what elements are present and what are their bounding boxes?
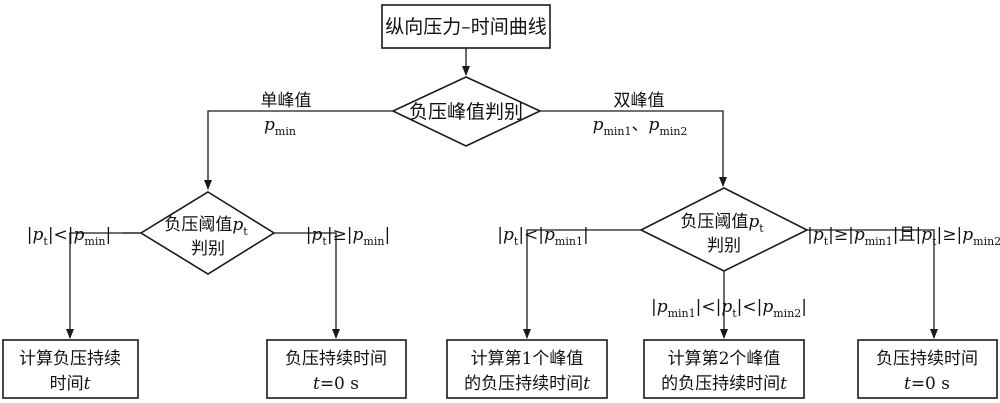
condition-right-lt: |pt|<|pmin1| [497, 225, 588, 248]
line-right-thresh-lt [523, 229, 641, 339]
result-box-5-line2: t=0 s [904, 374, 950, 394]
decision-right-threshold: 负压阈值pt 判别 [639, 187, 809, 272]
node-curve-label: 纵向压力–时间曲线 [385, 16, 547, 38]
result-box-5: 负压持续时间 t=0 s [857, 339, 998, 399]
decision-right-threshold-line1: 负压阈值pt [680, 212, 764, 235]
condition-left-lt: |pt|<|pmin| [27, 225, 111, 248]
condition-right-ge: |pt|≥|pmin1|且|pt|≥|pmin2| [807, 225, 1000, 248]
result-box-4: 计算第2个峰值 的负压持续时间t [643, 339, 805, 399]
connectors [66, 48, 938, 339]
line-judge-left [204, 110, 393, 190]
result-box-5-line1: 负压持续时间 [876, 349, 978, 369]
result-box-4-line1: 计算第2个峰值 [668, 349, 781, 369]
result-box-1-line1: 计算负压持续 [19, 349, 121, 369]
result-box-1-line2: 时间t [50, 374, 91, 394]
condition-right-mid: |pmin1|<|pt|<|pmin2| [651, 297, 807, 320]
decision-peak-label: 负压峰值判别 [409, 101, 523, 123]
decision-right-threshold-line2: 判别 [707, 236, 741, 256]
line-judge-right [540, 110, 727, 187]
result-box-1: 计算负压持续 时间t [2, 339, 139, 399]
label-single-peak-text: 单峰值 [261, 91, 312, 111]
result-box-2-line2: t=0 s [313, 374, 359, 394]
condition-left-ge: |pt|≥|pmin| [306, 225, 390, 248]
decision-left-threshold: 负压阈值pt 判别 [139, 191, 276, 275]
label-single-peak-var: pmin [264, 115, 296, 138]
result-box-3: 计算第1个峰值 的负压持续时间t [446, 339, 608, 399]
result-box-2-line1: 负压持续时间 [285, 349, 387, 369]
label-single-peak: 单峰值 pmin [261, 91, 312, 138]
result-box-2: 负压持续时间 t=0 s [266, 339, 407, 399]
line-left-thresh-ge [274, 232, 340, 339]
decision-left-threshold-line1: 负压阈值pt [164, 215, 248, 238]
label-double-peak-vars: pmin1、pmin2 [593, 115, 688, 138]
label-double-peak-text: 双峰值 [614, 91, 665, 111]
node-curve: 纵向压力–时间曲线 [381, 4, 551, 49]
result-box-4-line2: 的负压持续时间t [661, 374, 787, 394]
line-right-thresh-ge [807, 229, 938, 339]
result-box-3-line2: 的负压持续时间t [464, 374, 590, 394]
label-double-peak: 双峰值 pmin1、pmin2 [593, 91, 688, 138]
result-box-3-line1: 计算第1个峰值 [471, 349, 584, 369]
line-left-thresh-lt [66, 232, 141, 339]
decision-left-threshold-line2: 判别 [191, 239, 225, 259]
decision-peak: 负压峰值判别 [391, 76, 542, 147]
